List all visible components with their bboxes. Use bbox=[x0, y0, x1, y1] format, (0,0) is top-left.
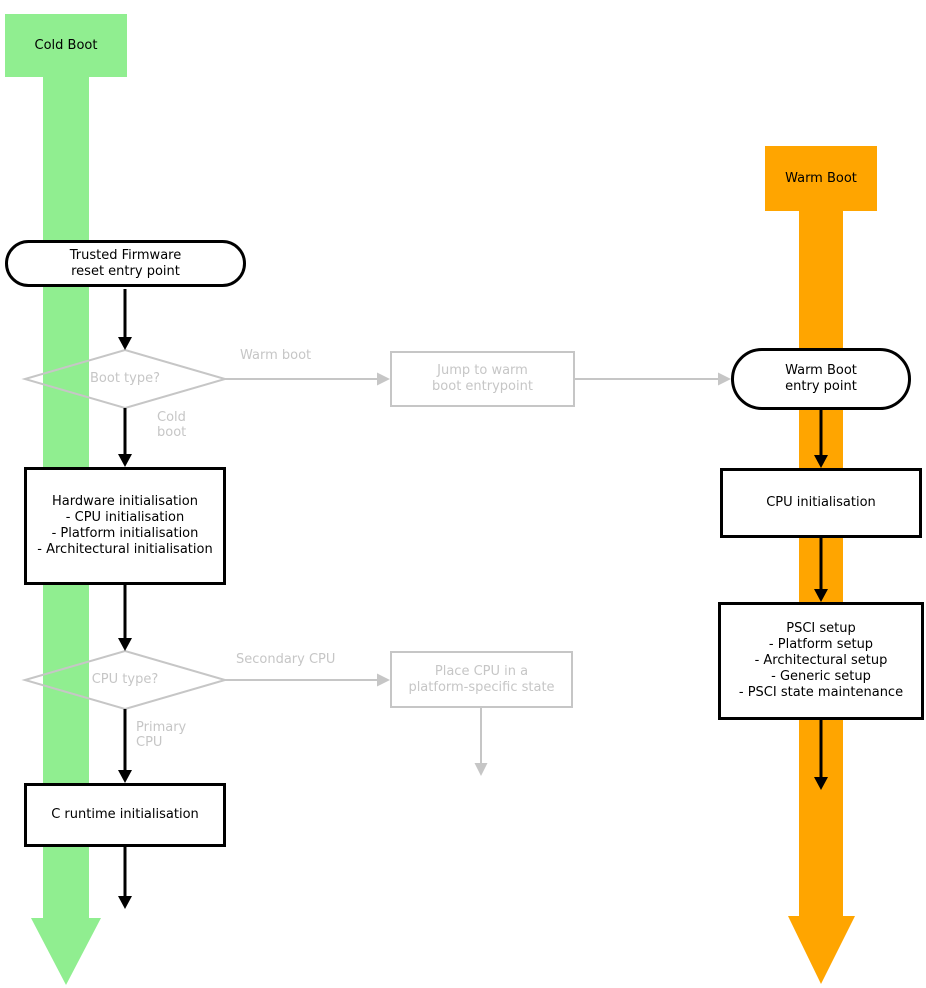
cold-boot-header: Cold Boot bbox=[5, 14, 127, 77]
arrow-boot-type-to-hardware-init bbox=[118, 408, 132, 467]
arrow-cpu-type-to-c-runtime bbox=[118, 709, 132, 783]
psci-setup-node: PSCI setup - Platform setup - Architectu… bbox=[718, 602, 924, 720]
jump-warm-node: Jump to warm boot entrypoint bbox=[390, 351, 575, 407]
primary-cpu-edge-label: Primary CPU bbox=[136, 720, 187, 750]
secondary-cpu-edge-label: Secondary CPU bbox=[236, 652, 336, 667]
hardware-init-node: Hardware initialisation - CPU initialisa… bbox=[24, 467, 226, 585]
arrow-warm-entry-to-cpu-init bbox=[814, 410, 828, 468]
warm-boot-edge-label: Warm boot bbox=[240, 348, 312, 363]
cold-boot-band-arrowhead bbox=[31, 918, 101, 985]
warm-boot-band-arrowhead bbox=[788, 916, 855, 984]
cold-boot-edge-label: Cold boot bbox=[157, 410, 187, 440]
c-runtime-node: C runtime initialisation bbox=[24, 783, 226, 847]
place-cpu-node: Place CPU in a platform-specific state bbox=[390, 651, 573, 708]
arrow-boot-type-to-jump-warm bbox=[225, 372, 390, 386]
arrow-reset-entry-to-boot-type bbox=[118, 289, 132, 350]
arrow-place-cpu-down bbox=[474, 708, 488, 776]
arrow-psci-setup-down bbox=[814, 720, 828, 790]
arrow-hardware-init-to-cpu-type bbox=[118, 585, 132, 651]
arrow-cpu-init-to-psci-setup bbox=[814, 538, 828, 602]
cpu-init-node: CPU initialisation bbox=[720, 468, 922, 538]
arrow-jump-warm-to-warm-entry bbox=[575, 372, 731, 386]
warm-boot-header: Warm Boot bbox=[765, 146, 877, 211]
warm-entry-node: Warm Boot entry point bbox=[731, 348, 911, 410]
arrow-c-runtime-down bbox=[118, 847, 132, 909]
arrow-cpu-type-to-place-cpu bbox=[225, 673, 390, 687]
cpu-type-label: CPU type? bbox=[91, 672, 159, 687]
reset-entry-node: Trusted Firmware reset entry point bbox=[5, 240, 246, 287]
boot-type-label: Boot type? bbox=[90, 371, 160, 386]
